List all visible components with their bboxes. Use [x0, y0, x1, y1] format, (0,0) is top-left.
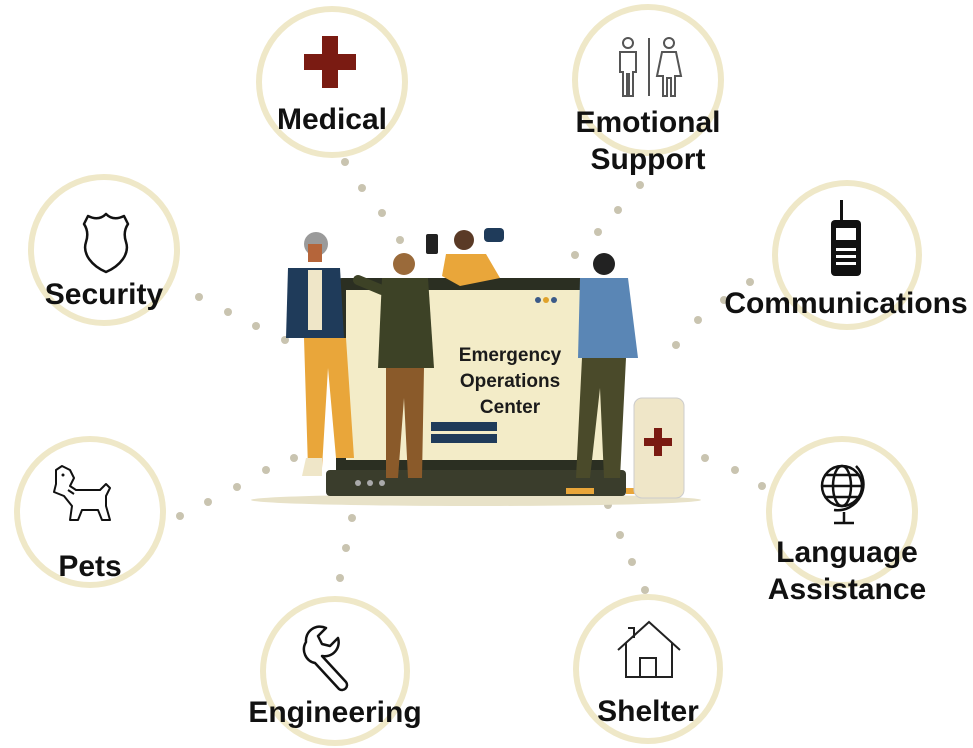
dog-icon — [53, 465, 111, 521]
shelter-ring — [573, 594, 723, 744]
eoc-title-line1: Emergency — [458, 345, 562, 366]
security-label: Security — [44, 278, 164, 311]
security-ring — [28, 174, 180, 326]
eoc-title-line3: Center — [479, 397, 541, 418]
engineering-label: Engineering — [248, 696, 422, 729]
language-label-line2: Assistance — [767, 573, 927, 606]
communications-label: Communications — [724, 287, 968, 320]
shelter-label: Shelter — [597, 695, 699, 728]
emotional-label-line1: Emotional — [575, 106, 721, 139]
medical-cross-icon — [304, 36, 356, 88]
pets-ring — [14, 436, 166, 588]
medical-label: Medical — [276, 103, 388, 136]
language-assistance-ring — [766, 436, 918, 588]
language-assistance-label: Language Assistance — [750, 534, 944, 608]
medical-ring — [256, 6, 408, 158]
emotional-label-line2: Support — [590, 143, 706, 176]
pets-label: Pets — [58, 550, 122, 583]
globe-icon — [820, 464, 865, 525]
language-label-line1: Language — [776, 536, 918, 569]
emotional-support-label: Emotional Support — [560, 104, 736, 178]
badge-shield-icon — [82, 212, 130, 274]
restroom-people-icon — [619, 37, 683, 97]
wrench-icon — [302, 625, 349, 692]
eoc-illustration — [251, 228, 701, 506]
eoc-title: Emergency Operations Center — [420, 343, 600, 421]
house-icon — [617, 620, 681, 678]
walkie-talkie-icon — [831, 200, 861, 276]
eoc-title-line2: Operations — [459, 371, 561, 392]
